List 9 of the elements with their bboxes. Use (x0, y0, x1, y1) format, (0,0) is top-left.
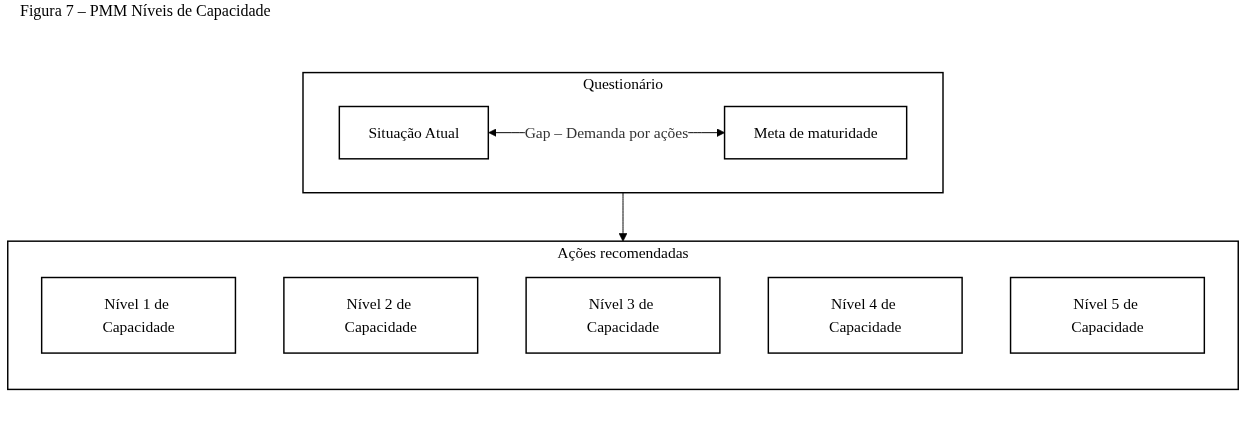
node-box: Situação Atual (338, 105, 490, 160)
node-box: Nível 1 de Capacidade (40, 276, 237, 354)
figure-title: Figura 7 – PMM Níveis de Capacidade (19, 1, 272, 22)
node-box: Nível 5 de Capacidade (1009, 276, 1206, 354)
node-box: Meta de maturidade (723, 105, 908, 160)
node-box: Nível 3 de Capacidade (525, 276, 721, 354)
edge-label: Gap – Demanda por ações (524, 123, 689, 141)
node-box: Nível 2 de Capacidade (283, 276, 479, 354)
node-box: Nível 4 de Capacidade (767, 276, 963, 354)
